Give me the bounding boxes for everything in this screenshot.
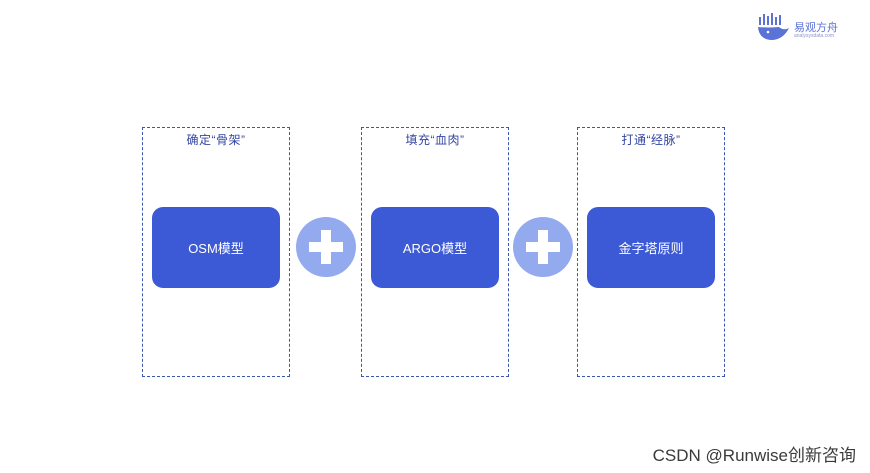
panel-meridian: 打通“经脉” 金字塔原则 bbox=[577, 127, 725, 377]
panel-flesh: 填充“血肉” ARGO模型 bbox=[361, 127, 509, 377]
watermark: CSDN @Runwise创新咨询 bbox=[652, 446, 856, 465]
brand-logo: 易观方舟 analysysdata.com bbox=[757, 11, 842, 43]
panel-title: 确定“骨架” bbox=[186, 133, 246, 147]
panel-title: 打通“经脉” bbox=[621, 133, 681, 147]
model-box-osm: OSM模型 bbox=[152, 207, 280, 288]
whale-logo-icon bbox=[758, 13, 789, 40]
logo-domain: analysysdata.com bbox=[794, 33, 835, 39]
model-box-pyramid: 金字塔原则 bbox=[587, 207, 715, 288]
panel-title: 填充“血肉” bbox=[405, 133, 465, 147]
logo-name: 易观方舟 bbox=[794, 22, 838, 34]
plus-operator bbox=[296, 217, 356, 277]
model-box-argo: ARGO模型 bbox=[371, 207, 499, 288]
plus-icon bbox=[526, 230, 560, 264]
panel-skeleton: 确定“骨架” OSM模型 bbox=[142, 127, 290, 377]
plus-icon bbox=[309, 230, 343, 264]
plus-operator bbox=[513, 217, 573, 277]
